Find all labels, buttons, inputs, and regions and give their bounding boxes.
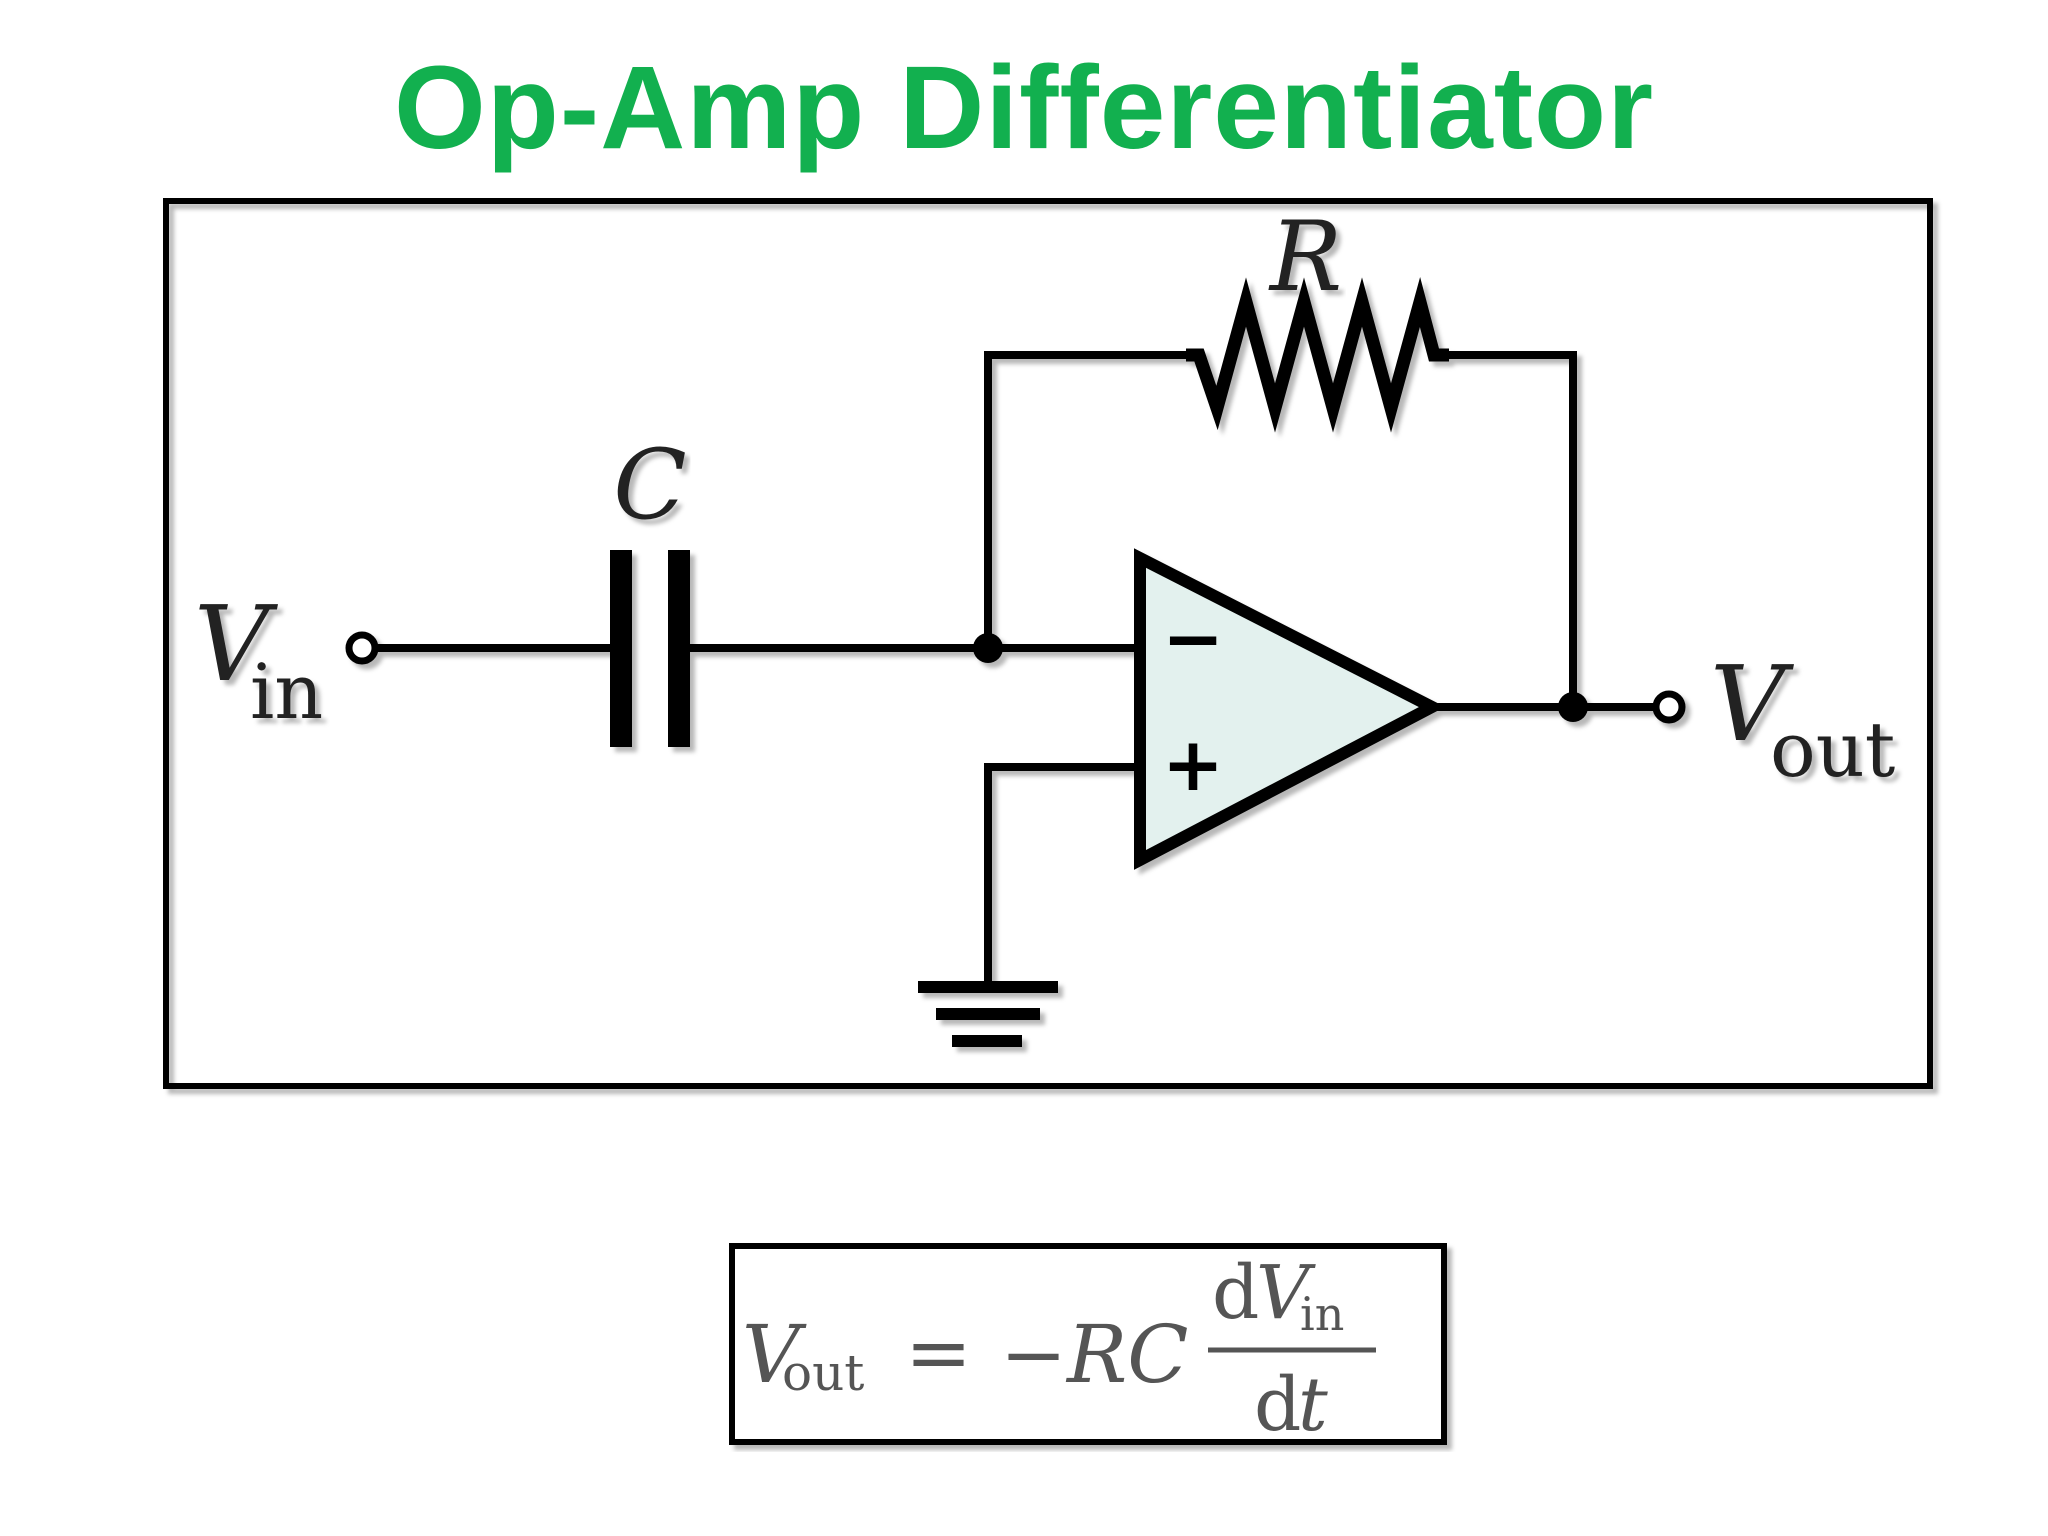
- diagram-frame: [163, 198, 1933, 1089]
- formula-lhs-sub: out: [782, 1344, 864, 1402]
- junction-dot-inverting: [973, 633, 1003, 663]
- ground-icon: [918, 981, 1058, 1047]
- formula-numerator-d: d: [1212, 1250, 1259, 1336]
- output-terminal-icon: [1652, 690, 1686, 724]
- input-label-sub: in: [250, 647, 323, 736]
- formula-frame: [729, 1243, 1447, 1445]
- capacitor-label: C: [613, 429, 686, 541]
- formula-equals: =: [905, 1306, 972, 1399]
- formula-denominator-d: d: [1254, 1362, 1301, 1448]
- formula-coefficient: −RC: [1000, 1308, 1188, 1401]
- formula-denominator-var: t: [1298, 1362, 1328, 1448]
- output-label: V out: [1710, 643, 1895, 794]
- output-label-sub: out: [1770, 705, 1895, 794]
- plus-sign: +: [1162, 722, 1224, 808]
- formula-numerator-main: V: [1256, 1250, 1316, 1336]
- page-title: Op-Amp Differentiator: [394, 42, 1654, 174]
- feedback-wire-left: [984, 351, 1186, 648]
- ground-wire: [984, 763, 1140, 985]
- formula-numerator-sub: in: [1300, 1287, 1344, 1341]
- output-label-main: V: [1710, 643, 1794, 765]
- op-amp: [1134, 548, 1446, 870]
- formula: V out = −RC d V in d t: [742, 1250, 1376, 1448]
- feedback-wire-right: [1449, 351, 1577, 707]
- input-terminal-icon: [345, 631, 379, 665]
- input-label-main: V: [194, 583, 278, 705]
- resistor-label: R: [1268, 201, 1342, 313]
- circuit-wiring: [345, 276, 1686, 1047]
- formula-lhs-main: V: [742, 1308, 807, 1401]
- input-label: V in: [194, 583, 323, 736]
- junction-dot-output: [1558, 692, 1588, 722]
- minus-sign: −: [1162, 596, 1224, 682]
- resistor: [1186, 276, 1449, 433]
